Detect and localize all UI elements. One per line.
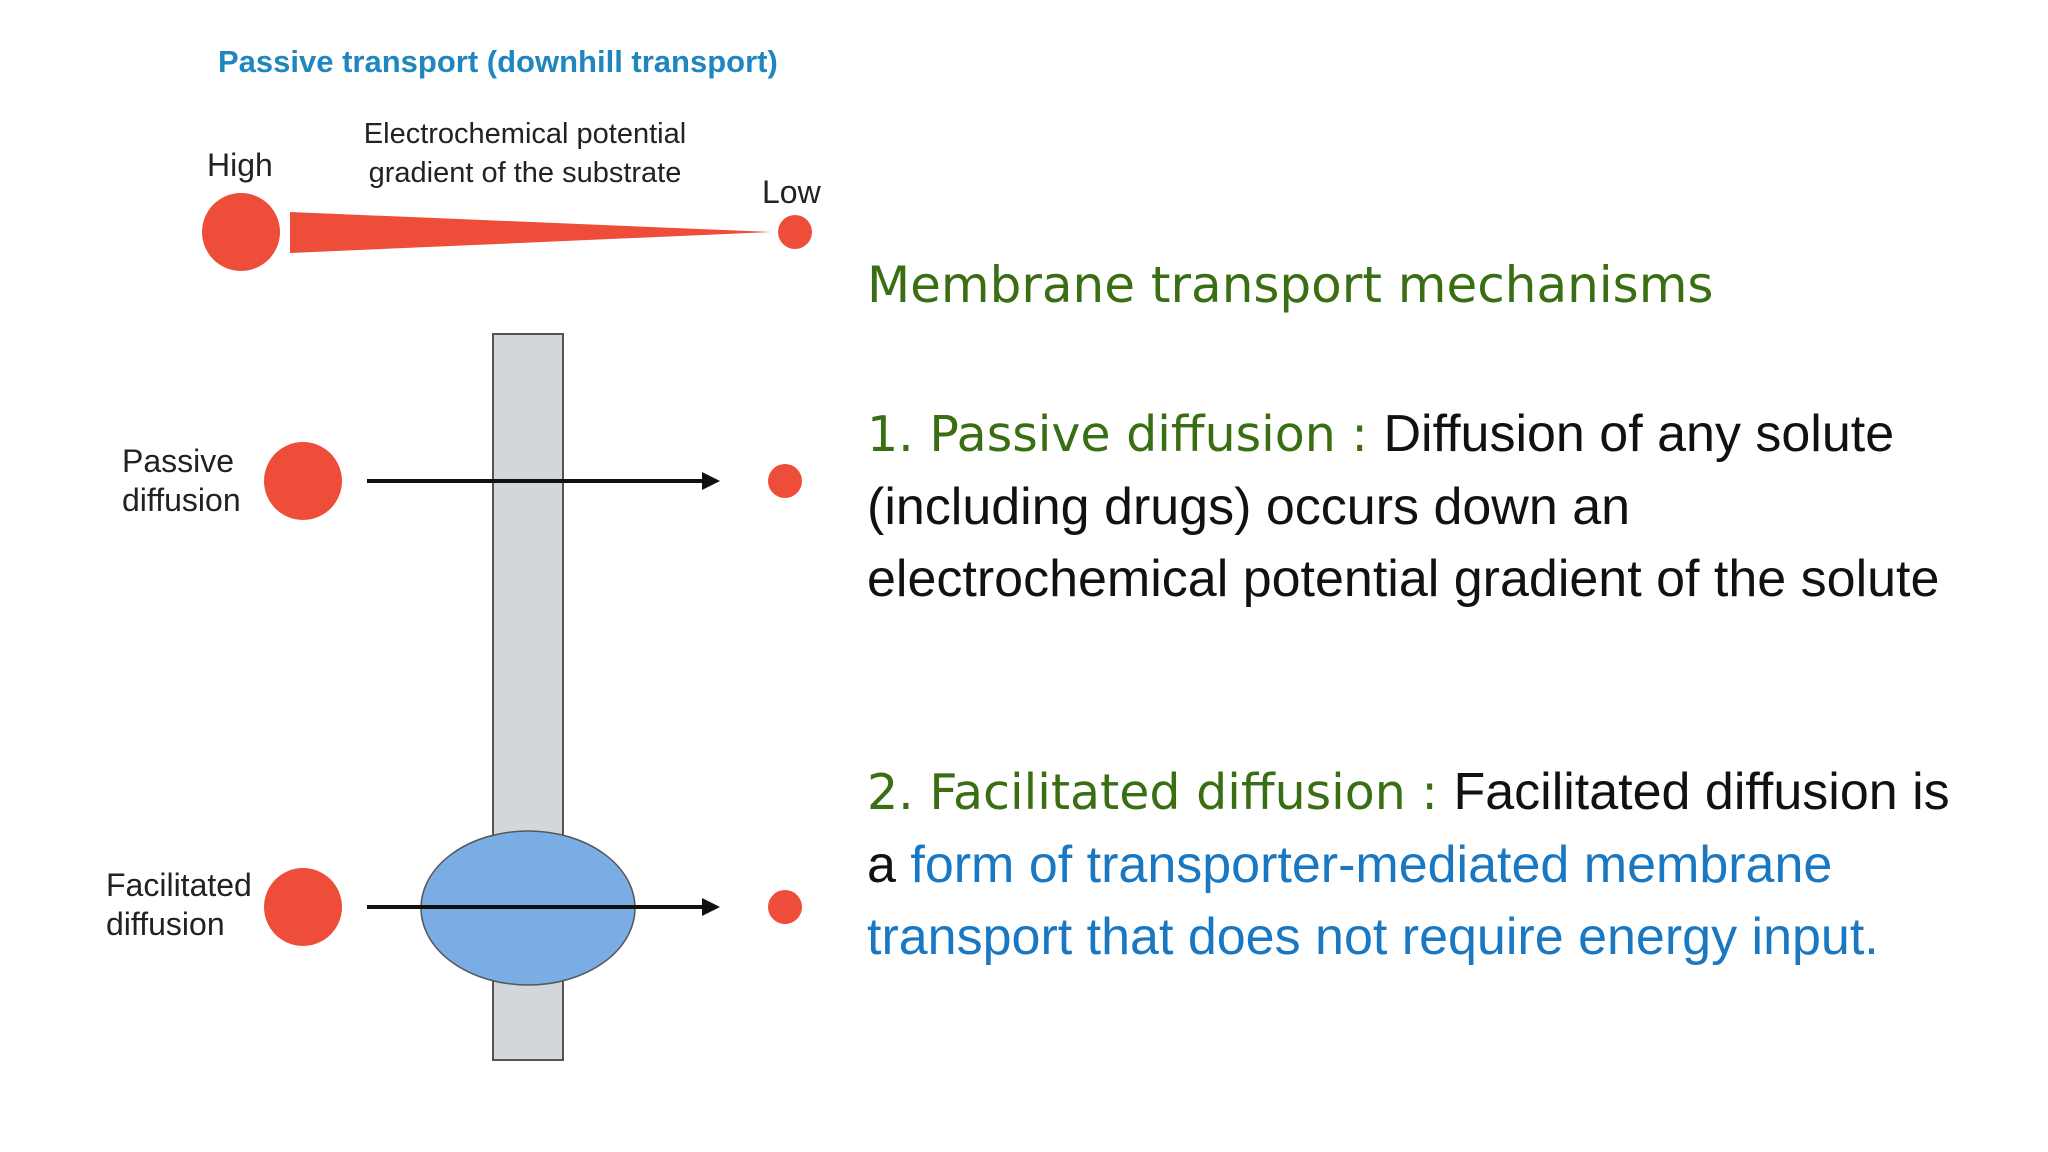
facilitated-diffusion-text: Facilitated diffusion is a xyxy=(867,763,1950,894)
passive-diffusion-text: Diffusion of any solute (including drugs… xyxy=(867,405,1940,608)
passive-high-solute xyxy=(264,442,342,520)
facilitated-diffusion-label: Facilitated diffusion xyxy=(106,867,252,942)
text-content: Membrane transport mechanisms 1. Passive… xyxy=(867,0,2017,1152)
facilitated-low-solute xyxy=(768,890,802,924)
gradient-label: Electrochemical potential gradient of th… xyxy=(363,118,687,189)
low-label: Low xyxy=(762,174,821,210)
facilitated-diffusion-paragraph: 2. Facilitated diffusion : Facilitated d… xyxy=(867,756,1967,973)
facilitated-diffusion-highlight: form of transporter-mediated membrane tr… xyxy=(867,836,1879,966)
facilitated-diffusion-term: 2. Facilitated diffusion : xyxy=(867,764,1454,821)
diagram-graphics xyxy=(202,193,812,1061)
passive-diffusion-term: 1. Passive diffusion : xyxy=(867,406,1384,463)
high-concentration-circle xyxy=(202,193,280,271)
passive-diffusion-paragraph: 1. Passive diffusion : Diffusion of any … xyxy=(867,398,1967,615)
facilitated-arrowhead xyxy=(702,898,720,916)
low-concentration-circle xyxy=(778,215,812,249)
high-label: High xyxy=(207,147,273,183)
slide-heading: Membrane transport mechanisms xyxy=(867,256,1714,314)
passive-arrowhead xyxy=(702,472,720,490)
facilitated-high-solute xyxy=(264,868,342,946)
diagram-title: Passive transport (downhill transport) xyxy=(218,44,778,79)
passive-diffusion-label: Passive diffusion xyxy=(122,443,241,518)
gradient-wedge xyxy=(290,212,772,253)
transport-diagram: Passive transport (downhill transport) E… xyxy=(0,0,860,1152)
passive-low-solute xyxy=(768,464,802,498)
